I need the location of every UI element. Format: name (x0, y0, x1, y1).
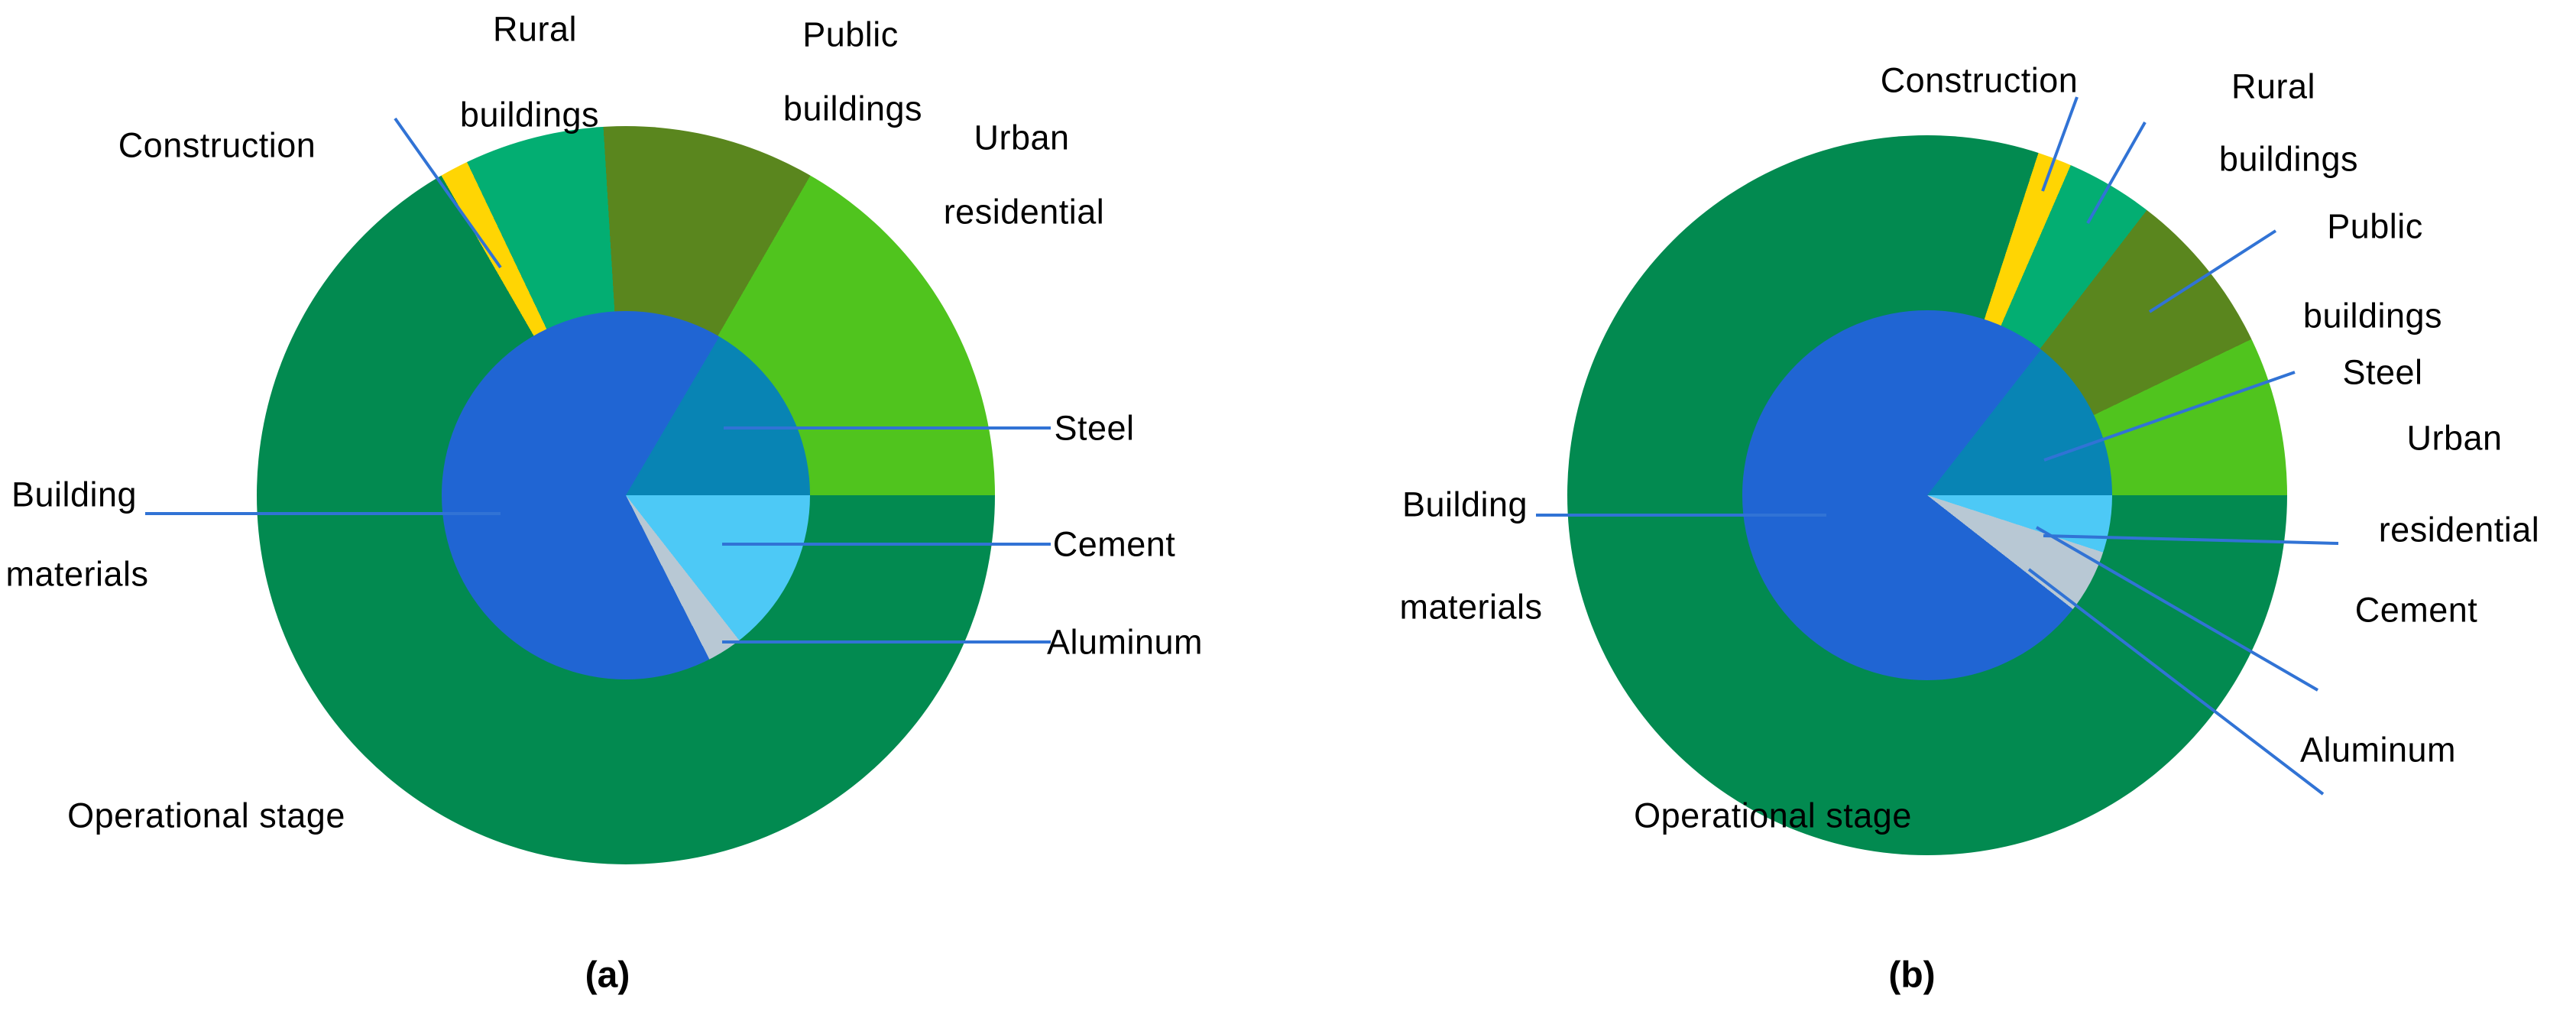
label-a-urban-line1: Urban (974, 118, 1070, 157)
inner-pie-b (1742, 310, 2112, 680)
label-b-building-line2: materials (1399, 587, 1543, 627)
label-b-operational: Operational stage (1634, 796, 1912, 835)
label-a-operational: Operational stage (67, 796, 345, 835)
label-b-public-line1: Public (2327, 206, 2423, 246)
inner-pie-a (442, 311, 810, 679)
label-a-building-line1: Building (11, 475, 138, 514)
label-b-rural-line1: Rural (2231, 66, 2316, 106)
label-a-steel: Steel (1054, 408, 1135, 448)
label-b-steel: Steel (2342, 352, 2423, 392)
label-b-urban-line1: Urban (2406, 418, 2503, 458)
label-a-cement: Cement (1052, 524, 1176, 564)
label-b-aluminum: Aluminum (2299, 730, 2457, 770)
label-a-building-line2: materials (5, 554, 149, 594)
label-a-public-line1: Public (802, 15, 899, 54)
label-a-rural-line1: Rural (492, 9, 578, 49)
label-a-rural-line2: buildings (459, 95, 600, 135)
label-b-cement: Cement (2354, 590, 2478, 630)
caption-b: (b) (1888, 955, 1936, 996)
label-b-public-line2: buildings (2302, 296, 2443, 336)
label-a-urban-line2: residential (943, 192, 1105, 232)
label-b-building-line1: Building (1401, 485, 1528, 524)
caption-a: (a) (585, 955, 630, 996)
label-a-aluminum: Aluminum (1046, 622, 1204, 662)
label-b-construction: Construction (1880, 60, 2079, 100)
label-b-rural-line2: buildings (2218, 139, 2359, 179)
label-a-public-line2: buildings (783, 89, 923, 128)
label-a-construction: Construction (118, 125, 316, 165)
label-b-urban-line2: residential (2378, 510, 2540, 550)
